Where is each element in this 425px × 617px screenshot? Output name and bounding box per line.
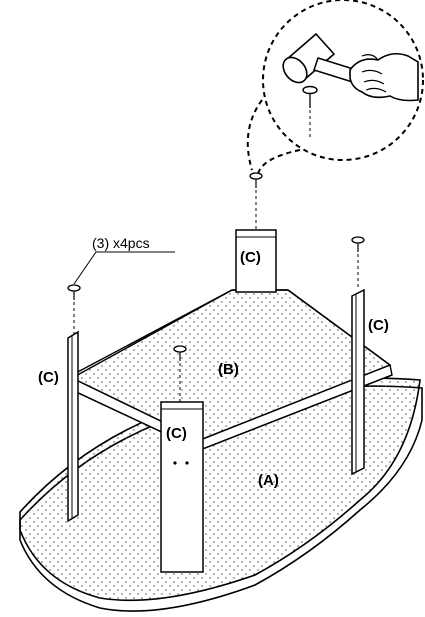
label-leg-c-left: (C): [38, 369, 59, 386]
label-leg-c-top: (C): [240, 249, 261, 266]
label-leg-c-right: (C): [368, 317, 389, 334]
nails: [67, 172, 365, 402]
label-leg-c-front: (C): [166, 425, 187, 442]
nail-icon: [249, 172, 263, 230]
base-board-a: [19, 377, 423, 612]
leg-c-front: [160, 401, 204, 573]
detail-magnifier: [246, 0, 424, 175]
hand-icon: [349, 52, 419, 102]
nail-icon: [173, 345, 187, 402]
callout-leader: [73, 251, 175, 285]
nail-icon: [302, 85, 318, 140]
nail-icon: [67, 284, 81, 334]
label-upper-shelf-b: (B): [218, 361, 239, 378]
leg-c-top: [235, 229, 277, 293]
label-base-a: (A): [258, 472, 279, 489]
leg-c-left: [67, 330, 79, 523]
callout-text: (3) x4pcs: [92, 235, 150, 251]
nail-icon: [351, 236, 365, 290]
leg-c-right: [351, 288, 365, 476]
